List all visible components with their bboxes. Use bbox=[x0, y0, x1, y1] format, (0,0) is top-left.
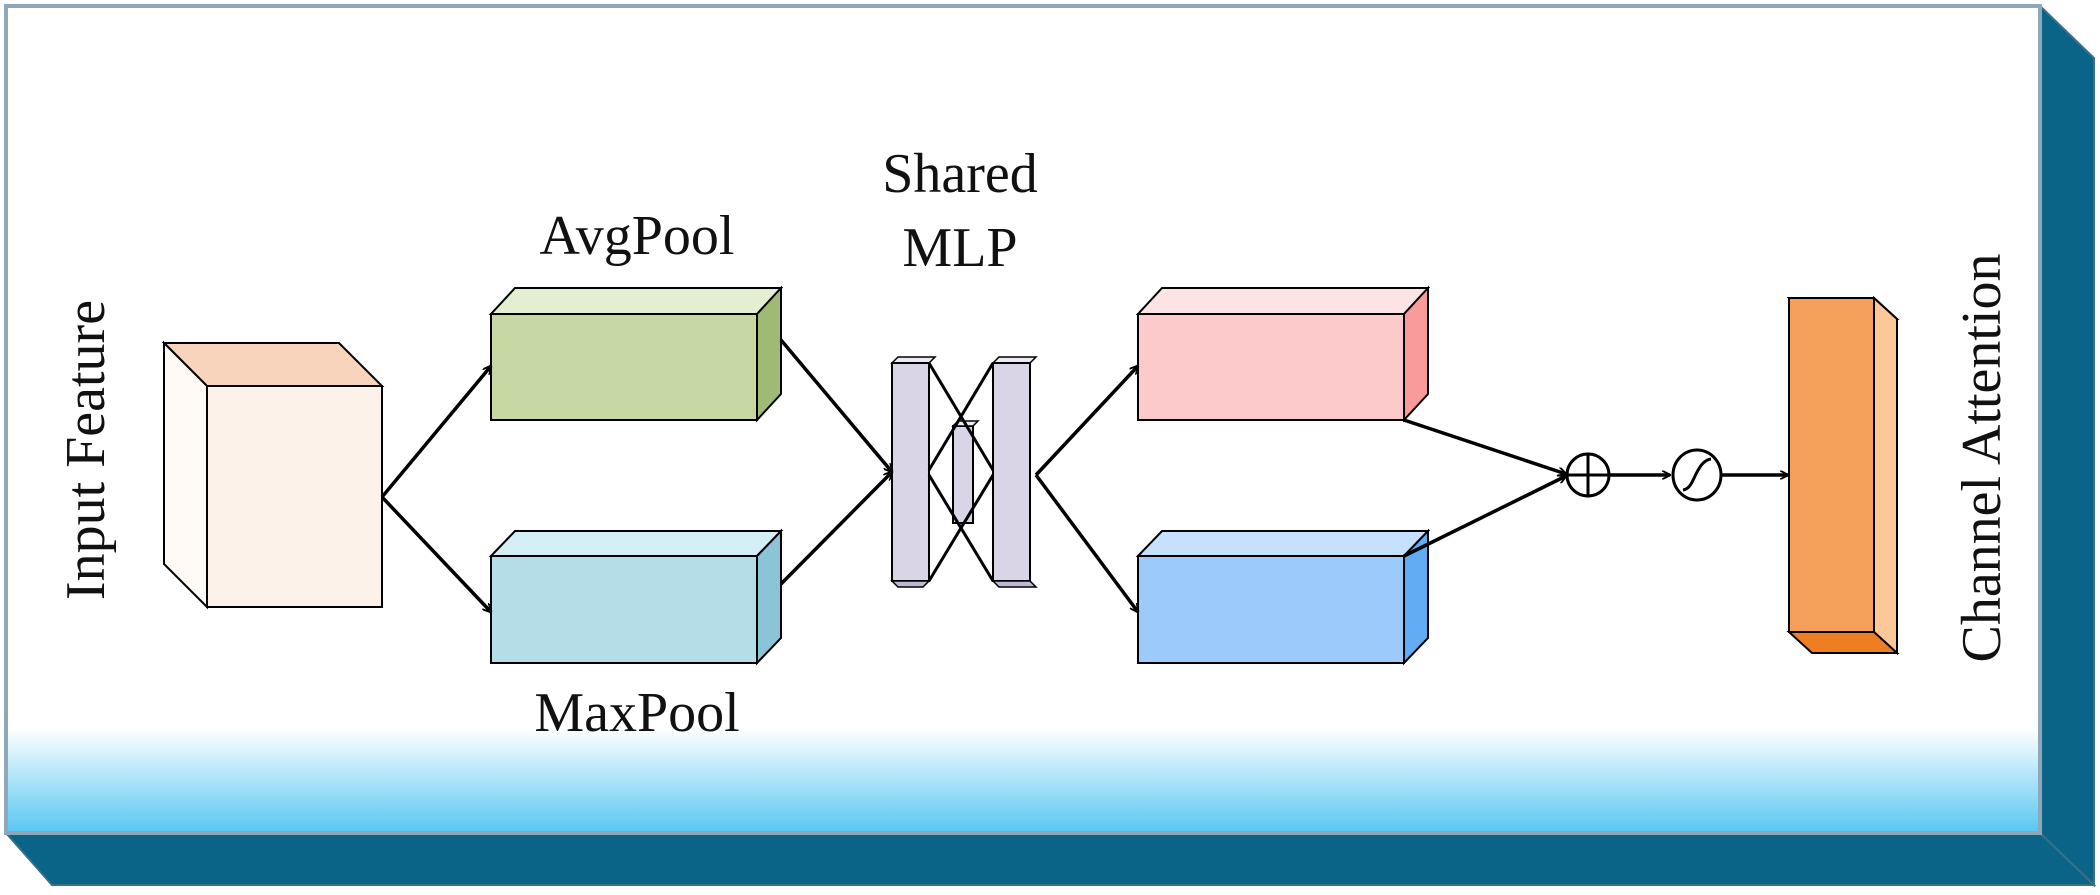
channel-attention-block bbox=[1786, 295, 1900, 656]
shared-mlp-label-line2: MLP bbox=[902, 217, 1017, 279]
arrow-mlp-to-max-output bbox=[1034, 473, 1138, 612]
maxpool-block bbox=[488, 528, 784, 666]
maxpool-label: MaxPool bbox=[534, 682, 739, 744]
attention-bottom bbox=[1786, 631, 1900, 654]
shared-mlp-label-line1: Shared bbox=[882, 143, 1038, 205]
avg-mlp-output-block bbox=[1135, 285, 1431, 423]
arrow-maxpool-to-mlp bbox=[779, 472, 892, 586]
frame-right-edge bbox=[2039, 3, 2095, 888]
arrow-input-to-avgpool bbox=[380, 366, 491, 499]
arrow-max-output-to-sum bbox=[1403, 474, 1566, 558]
max-mlp-output-block bbox=[1135, 528, 1431, 666]
attention-side bbox=[1873, 295, 1898, 656]
max-output-front bbox=[1137, 555, 1405, 664]
avgpool-front bbox=[490, 313, 758, 421]
avg-output-front bbox=[1137, 313, 1405, 421]
mlp-right-layer bbox=[992, 362, 1031, 582]
max-output-top bbox=[1135, 530, 1431, 557]
channel-attention-label: Channel Attention bbox=[1951, 253, 2013, 662]
arrow-avgpool-to-mlp bbox=[779, 338, 892, 472]
input-cube-left bbox=[163, 340, 208, 610]
arrow-avg-output-to-sum bbox=[1403, 418, 1566, 474]
arrow-input-to-maxpool bbox=[380, 495, 491, 612]
attention-front bbox=[1788, 297, 1875, 633]
avg-output-top bbox=[1135, 287, 1431, 315]
avgpool-block bbox=[488, 285, 784, 423]
mlp-left-layer-bottom bbox=[890, 580, 931, 588]
input-feature-label: Input Feature bbox=[55, 300, 117, 600]
sigmoid-icon bbox=[1671, 448, 1723, 502]
frame-bottom-edge bbox=[3, 832, 2097, 886]
input-feature-cube bbox=[161, 340, 385, 610]
arrows bbox=[380, 338, 1788, 612]
avgpool-label: AvgPool bbox=[540, 205, 735, 267]
mlp-connection bbox=[927, 362, 995, 471]
avgpool-top bbox=[488, 287, 784, 315]
mlp-right-layer-bottom bbox=[991, 580, 1038, 588]
mlp-left-layer bbox=[891, 362, 930, 582]
mlp-connection bbox=[927, 474, 995, 582]
shared-mlp bbox=[890, 356, 1038, 588]
plus-circle-icon bbox=[1565, 452, 1611, 498]
maxpool-front bbox=[490, 555, 758, 664]
maxpool-top bbox=[488, 530, 784, 557]
input-cube-front bbox=[206, 385, 383, 608]
mlp-middle-layer bbox=[952, 425, 974, 524]
frame-glow bbox=[8, 728, 2038, 831]
arrow-mlp-to-avg-output bbox=[1034, 366, 1138, 477]
